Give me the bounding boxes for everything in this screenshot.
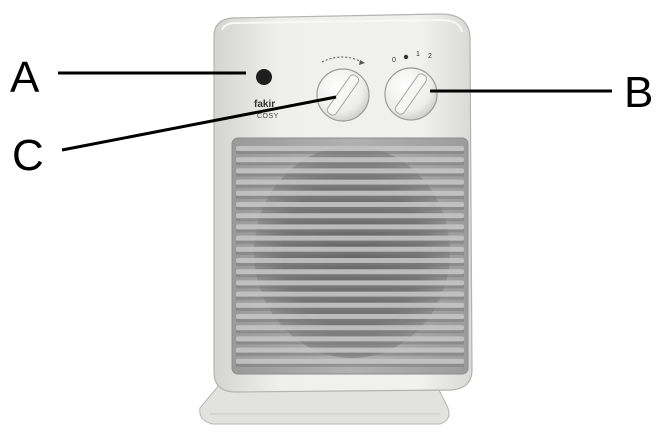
grille-slat bbox=[236, 292, 464, 297]
grille-slat bbox=[236, 180, 464, 185]
grille-slat bbox=[236, 359, 464, 364]
grille-slat-shadow bbox=[236, 319, 464, 322]
scale-two: 2 bbox=[428, 53, 432, 60]
grille-slat bbox=[236, 146, 464, 151]
model-name: COSY bbox=[257, 113, 279, 120]
scale-one: 1 bbox=[416, 51, 420, 58]
scale-zero: 0 bbox=[392, 57, 396, 64]
grille-slat bbox=[236, 236, 464, 241]
grille-slat bbox=[236, 247, 464, 252]
grille-slat-shadow bbox=[236, 207, 464, 210]
grille-slat bbox=[236, 325, 464, 330]
grille-slat bbox=[236, 258, 464, 263]
grille-slat-shadow bbox=[236, 185, 464, 188]
grille-slat-shadow bbox=[236, 196, 464, 199]
grille-slat bbox=[236, 213, 464, 218]
grille-slat bbox=[236, 202, 464, 207]
grille-slat bbox=[236, 157, 464, 162]
grille-slat bbox=[236, 269, 464, 274]
grille-slat-shadow bbox=[236, 364, 464, 367]
callout-label-c: C bbox=[12, 131, 44, 180]
grille-slat-shadow bbox=[236, 353, 464, 356]
scale-fan-mark bbox=[404, 55, 408, 59]
grille-slat-shadow bbox=[236, 162, 464, 165]
grille-slat bbox=[236, 191, 464, 196]
grille-slat-shadow bbox=[236, 229, 464, 232]
grille-slat bbox=[236, 336, 464, 341]
grille-slat-shadow bbox=[236, 218, 464, 221]
grille-slat bbox=[236, 224, 464, 229]
grille-slat-shadow bbox=[236, 330, 464, 333]
callout-label-b: B bbox=[624, 68, 653, 117]
grille-slat bbox=[236, 168, 464, 173]
grille-slat-shadow bbox=[236, 241, 464, 244]
indicator-light bbox=[256, 69, 272, 85]
grille-slat-shadow bbox=[236, 173, 464, 176]
callout-label-a: A bbox=[10, 53, 40, 102]
grille-slat-shadow bbox=[236, 285, 464, 288]
grille-slat bbox=[236, 303, 464, 308]
grille-slat bbox=[236, 280, 464, 285]
grille-slat-shadow bbox=[236, 274, 464, 277]
grille-slat-shadow bbox=[236, 341, 464, 344]
grille-slat-shadow bbox=[236, 151, 464, 154]
grille-slat-shadow bbox=[236, 297, 464, 300]
front-grille bbox=[232, 138, 468, 374]
grille-slat bbox=[236, 348, 464, 353]
grille-slat-shadow bbox=[236, 263, 464, 266]
grille-slat-shadow bbox=[236, 252, 464, 255]
grille-slat bbox=[236, 314, 464, 319]
grille-slat-shadow bbox=[236, 308, 464, 311]
